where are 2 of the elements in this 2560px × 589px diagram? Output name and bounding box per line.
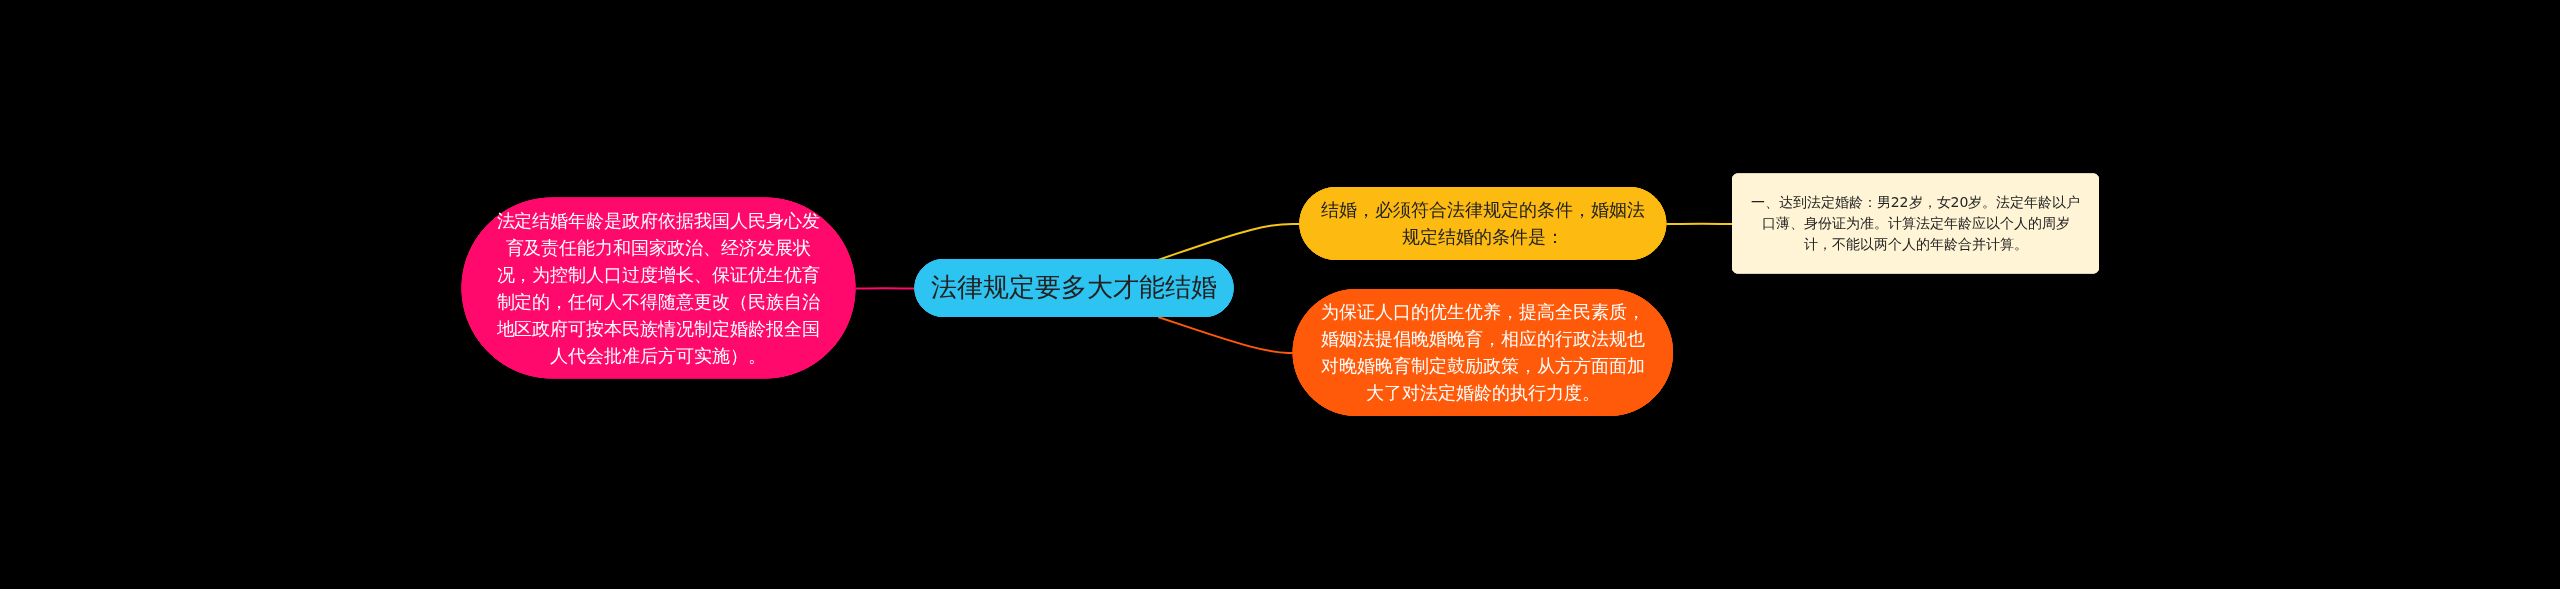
connector <box>1665 222 1734 225</box>
connector <box>1156 315 1295 354</box>
